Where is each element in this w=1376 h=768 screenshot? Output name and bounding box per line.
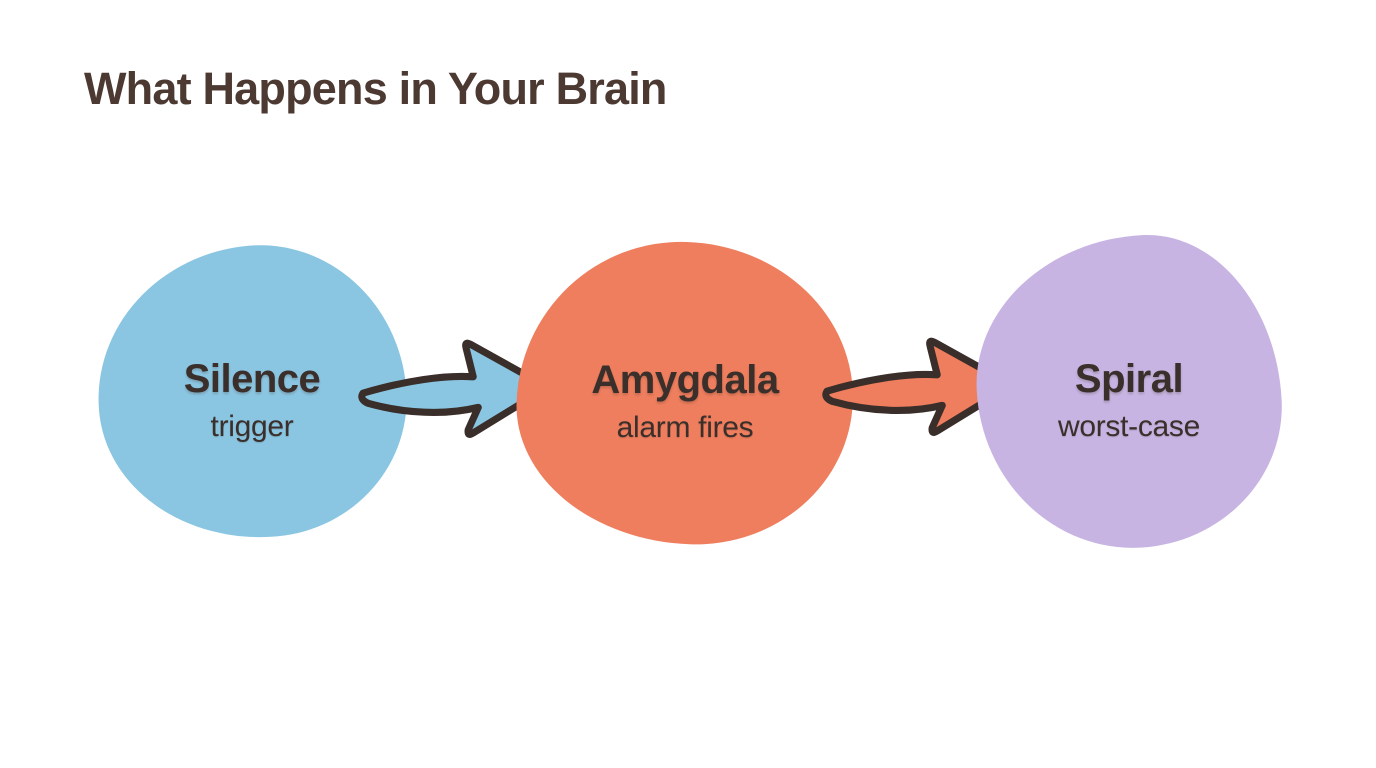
node-label: Silence: [183, 356, 321, 401]
arrow-right-icon-shape: [358, 339, 546, 438]
node-label: Amygdala: [591, 357, 779, 402]
node-sublabel: worst-case: [1057, 409, 1201, 443]
node-sublabel: trigger: [210, 409, 294, 443]
page-title: What Happens in Your Brain: [84, 63, 667, 114]
node-silence: Silence trigger: [85, 233, 419, 551]
node-sublabel: alarm fires: [616, 410, 754, 444]
node-spiral: Spiral worst-case: [969, 228, 1289, 556]
node-amygdala: Amygdala alarm fires: [511, 236, 859, 550]
node-label: Spiral: [1074, 356, 1184, 401]
